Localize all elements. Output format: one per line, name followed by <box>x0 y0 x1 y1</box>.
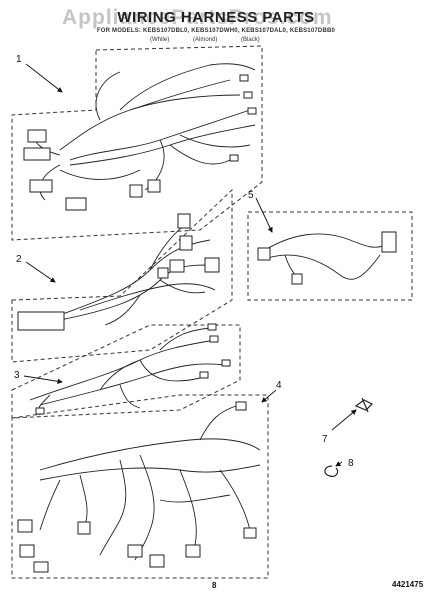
harness-4-connectors <box>17 401 257 573</box>
diagram-code: 4421475 <box>392 580 424 589</box>
harness-2-connectors <box>17 213 220 331</box>
harness-4 <box>39 404 261 561</box>
harness-3 <box>29 327 226 416</box>
group-outlines <box>11 45 413 579</box>
outline-harness-2 <box>11 188 233 363</box>
callout-3: 3 <box>14 370 20 381</box>
harness-5 <box>264 233 386 280</box>
callout-1: 1 <box>16 54 22 65</box>
callout-4: 4 <box>276 380 282 391</box>
harness-1-connectors <box>23 74 257 211</box>
outline-harness-4 <box>11 394 269 579</box>
watermark: AppliancePartsPros.com <box>62 6 333 29</box>
clip-part <box>354 397 374 413</box>
leader-lines <box>23 63 357 467</box>
color-white: (White) <box>150 37 170 43</box>
color-list: (White) (Almond) (Black) <box>150 37 282 43</box>
harness-1 <box>33 63 256 201</box>
callout-5: 5 <box>248 190 254 201</box>
page-title: WIRING HARNESS PARTS <box>117 9 315 26</box>
tie-part <box>324 465 339 477</box>
outline-harness-5 <box>247 211 413 301</box>
model-list: FOR MODELS: KEBS107DBL0, KEBS107DWH0, KE… <box>96 28 336 34</box>
callout-7: 7 <box>322 434 328 445</box>
color-black: (Black) <box>241 37 260 43</box>
harness-3-connectors <box>35 323 231 415</box>
color-almond: (Almond) <box>193 37 218 43</box>
harness-5-connectors <box>257 231 397 285</box>
callout-8: 8 <box>348 458 354 469</box>
outline-harness-1 <box>11 45 263 241</box>
page-number: 8 <box>212 581 217 590</box>
callout-2: 2 <box>16 254 22 265</box>
